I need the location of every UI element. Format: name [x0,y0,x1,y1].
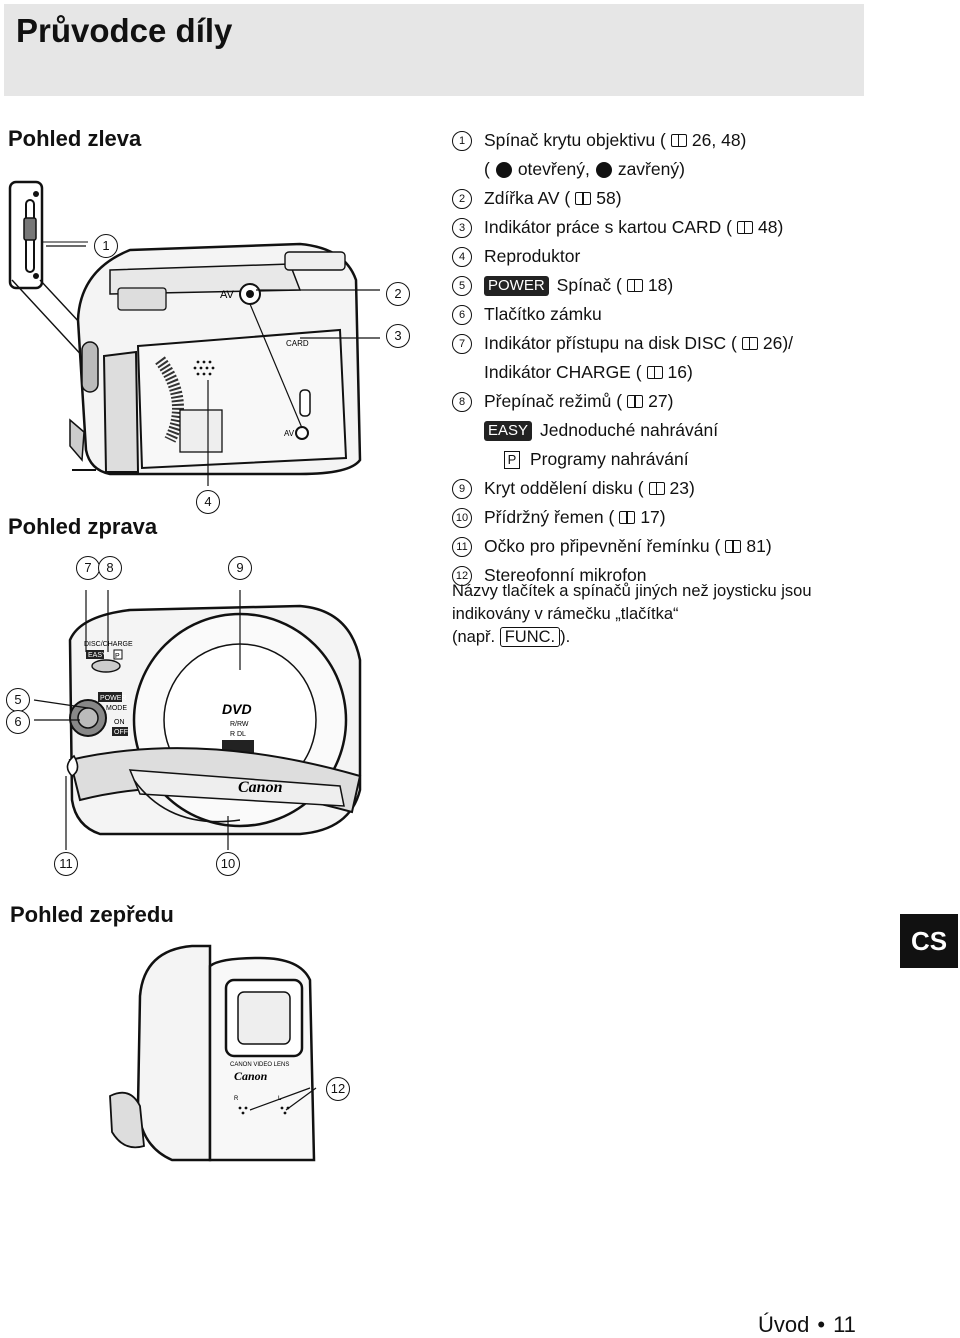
dvd-rdl-label: R DL [230,731,246,738]
section-front-view: Pohled zepředu [10,902,174,927]
callout-3: 3 [386,324,410,348]
lens-label: CANON VIDEO LENS [230,1062,289,1068]
list-item: 7 Indikátor přístupu na disk DISC (26)/ [452,329,872,358]
callout-7: 7 [76,556,100,580]
power-tag: POWER [484,275,549,296]
page-number: 11 [833,1312,856,1337]
parts-list: 1 Spínač krytu objektivu (26, 48) (otevř… [452,126,872,590]
callout-1: 1 [94,234,118,258]
book-icon [670,134,687,147]
callout-4: 4 [196,490,220,514]
list-item: (otevřený,zavřený) [484,159,685,179]
easy-tag: EASY [484,420,533,441]
mode-label: MODE [106,705,127,712]
canon-logo-strap: Canon [238,779,283,796]
list-item: 2 Zdířka AV (58) [452,184,872,213]
callout-5: 5 [6,688,30,712]
easy-label: EASY [88,652,107,659]
list-item: 6 Tlačítko zámku [452,300,872,329]
dvd-rw-label: R/RW [230,721,249,728]
book-icon [646,366,663,379]
callout-11: 11 [54,852,78,876]
language-tab: CS [900,914,958,968]
section-right-view: Pohled zprava [8,514,158,539]
book-icon [575,192,592,205]
callout-9: 9 [228,556,252,580]
callout-8: 8 [98,556,122,580]
list-item: 12 Stereofonní mikrofon [452,561,872,590]
av-label: AV [220,289,235,301]
list-item: Indikátor CHARGE (16) [484,362,693,382]
card-label: CARD [286,339,309,348]
mic-r-label: R [234,1096,239,1102]
book-icon [619,511,636,524]
av-label-lower: AV [284,429,295,438]
front-view-illustration: CANON VIDEO LENS Canon R L [109,944,317,1162]
list-item: 10 Přídržný řemen (17) [452,503,872,532]
callout-2: 2 [386,282,410,306]
section-left-view: Pohled zleva [8,126,142,151]
page-header: Průvodce díly [4,4,864,96]
list-item: 1 Spínač krytu objektivu (26, 48) [452,126,872,155]
callout-10: 10 [216,852,240,876]
callout-6: 6 [6,710,30,734]
func-button-label: FUNC. [499,627,561,647]
left-view-illustration: AV CARD AV [8,180,380,486]
book-icon [725,540,742,553]
off-label: OFF [114,729,128,736]
right-view-illustration: DVD R/RW R DL DISC/CHARGE EASY P POWER M… [33,590,362,850]
footer-section: Úvod [758,1312,810,1337]
page-footer: Úvod • 11 [758,1312,856,1338]
closed-shutter-icon [595,161,612,178]
canon-logo-front: Canon [234,1069,268,1083]
bullet-icon: • [817,1312,826,1337]
page-title: Průvodce díly [16,12,233,49]
p-label: P [115,653,120,660]
p-tag: P [504,450,520,469]
button-naming-note: Názvy tlačítek a spínačů jiných než joys… [452,582,812,647]
book-icon [737,221,754,234]
open-shutter-icon [495,161,512,178]
callout-12: 12 [326,1077,350,1101]
list-item: 3 Indikátor práce s kartou CARD (48) [452,213,872,242]
dvd-logo: DVD [222,701,252,717]
power-label: POWER [100,695,126,702]
on-label: ON [114,719,125,726]
list-item: 4 Reproduktor [452,242,872,271]
list-item: 11 Očko pro připevnění řemínku (81) [452,532,872,561]
book-icon [741,337,758,350]
book-icon [626,279,643,292]
book-icon [648,482,665,495]
list-item: 8 Přepínač režimů (27) [452,387,872,416]
list-item: 9 Kryt oddělení disku (23) [452,474,872,503]
book-icon [627,395,644,408]
